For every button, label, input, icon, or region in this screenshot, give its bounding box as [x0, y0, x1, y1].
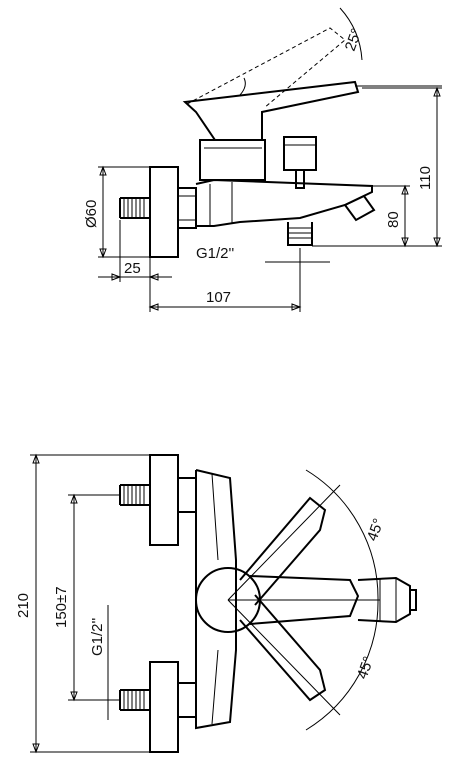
handle-lever: [182, 80, 360, 141]
total-height-label-front: 210: [15, 593, 32, 618]
cartridge-cap: [199, 139, 266, 181]
spout-height-label: 80: [385, 211, 402, 228]
connection-nut: [178, 187, 197, 229]
front-body: [195, 469, 237, 730]
thread-label-side: G1/2'': [196, 245, 234, 262]
handle-angle-label: 25°: [342, 26, 366, 53]
center-distance-label: 150±7: [53, 586, 70, 628]
front-lever: [249, 575, 360, 625]
depth-label: 25: [124, 260, 141, 277]
spout-tip: [343, 194, 376, 222]
spout-aerator: [409, 589, 417, 611]
rotated-handle-up: [239, 496, 327, 606]
mixer-body: [195, 178, 373, 227]
rotated-handle-down: [239, 594, 327, 702]
diameter-label: Ø60: [83, 200, 100, 228]
raised-handle-outline: [186, 27, 346, 109]
total-height-label-side: 110: [417, 166, 434, 190]
thread-label-front: G1/2'': [89, 618, 106, 656]
angle-down-label: 45°: [354, 654, 378, 681]
front-view: [30, 453, 417, 754]
length-label: 107: [206, 289, 231, 306]
wall-disc: [149, 166, 179, 258]
upper-wall-disc: [149, 454, 179, 546]
diverter-knob: [283, 136, 317, 189]
lower-wall-disc: [149, 661, 179, 753]
side-view: [98, 7, 442, 312]
eccentric-connector: [119, 197, 150, 219]
angle-up-label: 45°: [364, 516, 388, 543]
